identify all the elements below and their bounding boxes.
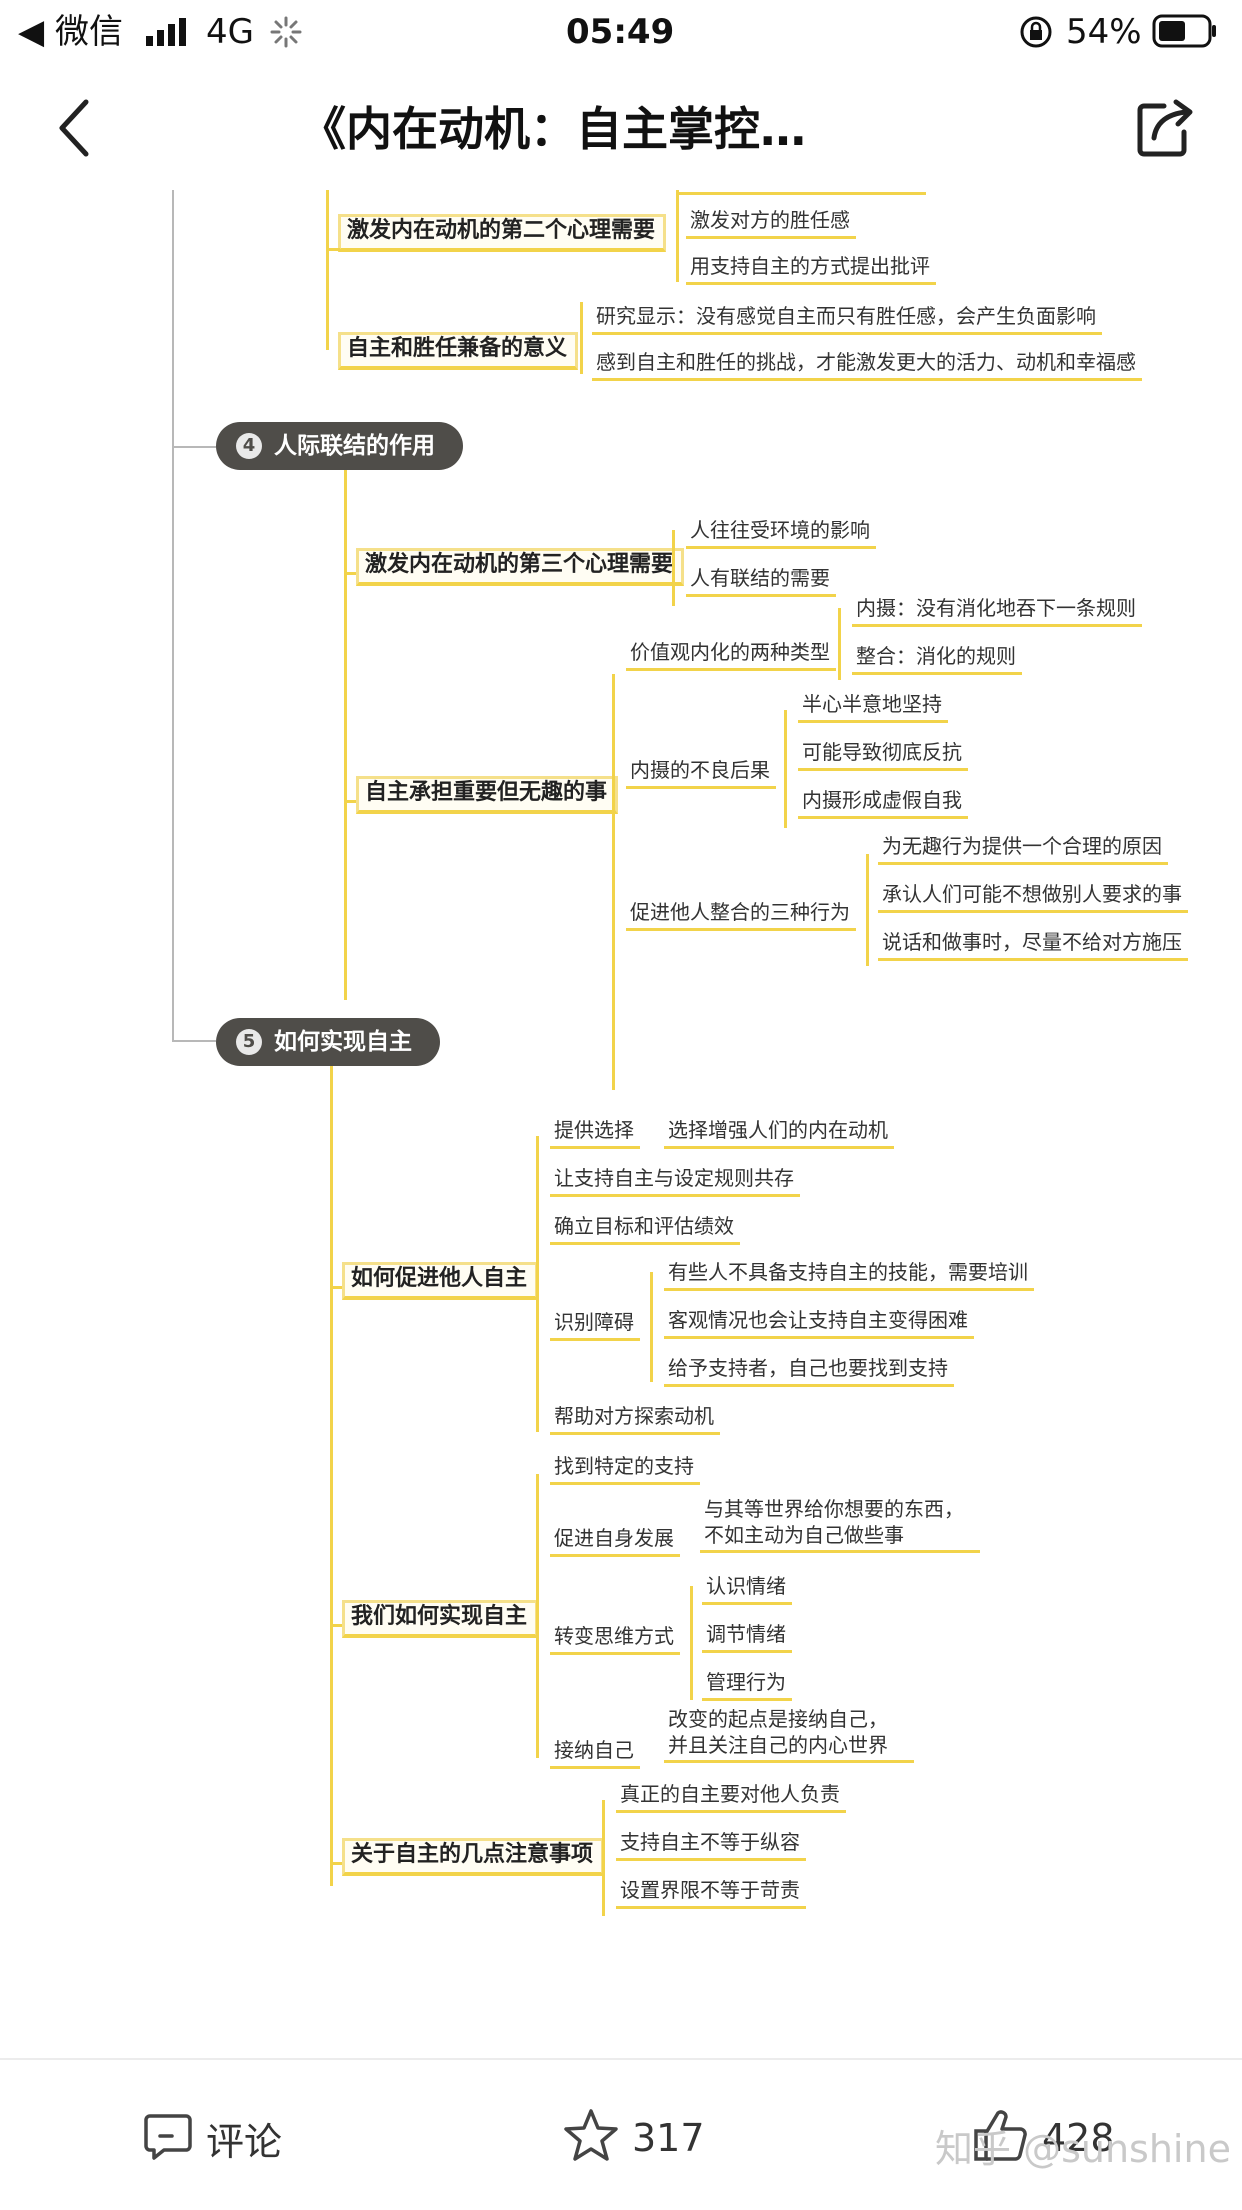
leaf: 真正的自主要对他人负责 [616, 1780, 846, 1813]
section-title: 人际联结的作用 [274, 433, 435, 459]
thumbs-up-icon [972, 2107, 1030, 2169]
leaf: 激发对方的胜任感 [686, 206, 856, 239]
clock: 05:49 [566, 12, 675, 52]
leaf: 让支持自主与设定规则共存 [550, 1164, 800, 1197]
leaf: 支持自主不等于纵容 [616, 1828, 806, 1861]
node-promote-autonomy: 如何促进他人自主 [342, 1262, 539, 1300]
trunk-line [172, 190, 174, 1042]
like-button[interactable]: 428 [972, 2110, 1115, 2166]
comment-icon [142, 2110, 194, 2166]
leaf: 确立目标和评估绩效 [550, 1212, 740, 1245]
signal-icon [146, 18, 190, 50]
leaf: 承认人们可能不想做别人要求的事 [878, 880, 1188, 913]
mind-map-image: 激发内在动机的第二个心理需要 激发对方的胜任感 用支持自主的方式提出批评 自主和… [0, 190, 1242, 1960]
node-introjection-effects: 内摄的不良后果 [626, 756, 776, 789]
leaf: 有些人不具备支持自主的技能，需要培训 [664, 1258, 1034, 1291]
comment-label: 评论 [206, 2119, 283, 2164]
watermark: 知乎 @sunshine [935, 2127, 1231, 2171]
leaf: 内摄形成虚假自我 [798, 786, 968, 819]
trunk-branch [172, 446, 216, 448]
favorite-count: 317 [632, 2116, 705, 2160]
comment-button[interactable]: 评论 [142, 2110, 282, 2166]
nav-bar: 《内在动机：自主掌控… [0, 64, 1242, 192]
node-identify-obstacles: 识别障碍 [550, 1308, 640, 1341]
page-title: 《内在动机：自主掌控… [300, 102, 806, 156]
trunk-branch [172, 1040, 216, 1042]
leaf: 改变的起点是接纳自己，并且关注自己的内心世界 [664, 1706, 914, 1763]
section-5-pill: 5 如何实现自主 [216, 1018, 440, 1066]
back-to-wechat[interactable]: ◀ 微信 [18, 12, 123, 52]
orientation-lock-icon [1018, 14, 1054, 54]
leaf: 调节情绪 [702, 1620, 792, 1653]
leaf: 管理行为 [702, 1668, 792, 1701]
leaf: 与其等世界给你想要的东西，不如主动为自己做些事 [700, 1496, 980, 1553]
loading-icon [270, 16, 302, 52]
star-icon [562, 2107, 620, 2169]
section-title: 如何实现自主 [274, 1029, 412, 1055]
node-third-need: 激发内在动机的第三个心理需要 [356, 548, 685, 586]
section-number: 5 [236, 1029, 262, 1055]
battery-icon [1152, 14, 1218, 52]
node-provide-choice: 提供选择 [550, 1116, 640, 1149]
leaf: 整合：消化的规则 [852, 642, 1022, 675]
share-icon[interactable] [1134, 98, 1196, 164]
leaf: 找到特定的支持 [550, 1452, 700, 1485]
favorite-button[interactable]: 317 [562, 2107, 705, 2169]
leaf: 设置界限不等于苛责 [616, 1876, 806, 1909]
leaf: 说话和做事时，尽量不给对方施压 [878, 928, 1188, 961]
node-self-development: 促进自身发展 [550, 1524, 680, 1557]
section-4-pill: 4 人际联结的作用 [216, 422, 463, 470]
leaf: 内摄：没有消化地吞下一条规则 [852, 594, 1142, 627]
node-autonomy-competence: 自主和胜任兼备的意义 [338, 332, 579, 370]
branch-line [330, 1066, 333, 1886]
branch-line [326, 190, 329, 350]
leaf: 给予支持者，自己也要找到支持 [664, 1354, 954, 1387]
node-boring-tasks: 自主承担重要但无趣的事 [356, 776, 619, 814]
leaf: 人往往受环境的影响 [686, 516, 876, 549]
node-integration-behaviors: 促进他人整合的三种行为 [626, 898, 856, 931]
like-count: 428 [1042, 2116, 1115, 2160]
leaf: 客观情况也会让支持自主变得困难 [664, 1306, 974, 1339]
leaf: 半心半意地坚持 [798, 690, 948, 723]
leaf: 选择增强人们的内在动机 [664, 1116, 894, 1149]
node-notes: 关于自主的几点注意事项 [342, 1838, 605, 1876]
network-type: 4G [206, 12, 254, 52]
status-bar: ◀ 微信 4G 05:49 54% [0, 0, 1242, 64]
leaf: 感到自主和胜任的挑战，才能激发更大的活力、动机和幸福感 [592, 348, 1142, 381]
battery-percent: 54% [1066, 12, 1142, 52]
node-second-need: 激发内在动机的第二个心理需要 [338, 214, 667, 252]
node-achieve-autonomy: 我们如何实现自主 [342, 1600, 539, 1638]
leaf: 人有联结的需要 [686, 564, 836, 597]
branch-line [344, 470, 347, 1000]
node-change-thinking: 转变思维方式 [550, 1622, 680, 1655]
back-arrow-icon[interactable] [52, 94, 96, 166]
leaf: 帮助对方探索动机 [550, 1402, 720, 1435]
section-number: 4 [236, 433, 262, 459]
bottom-action-bar: 评论 317 428 [0, 2058, 1242, 2210]
leaf: 可能导致彻底反抗 [798, 738, 968, 771]
node-value-types: 价值观内化的两种类型 [626, 638, 836, 671]
leaf: 为无趣行为提供一个合理的原因 [878, 832, 1168, 865]
leaf: 用支持自主的方式提出批评 [686, 252, 936, 285]
leaf: 研究显示：没有感觉自主而只有胜任感，会产生负面影响 [592, 302, 1102, 335]
leaf: 认识情绪 [702, 1572, 792, 1605]
node-accept-self: 接纳自己 [550, 1736, 640, 1769]
